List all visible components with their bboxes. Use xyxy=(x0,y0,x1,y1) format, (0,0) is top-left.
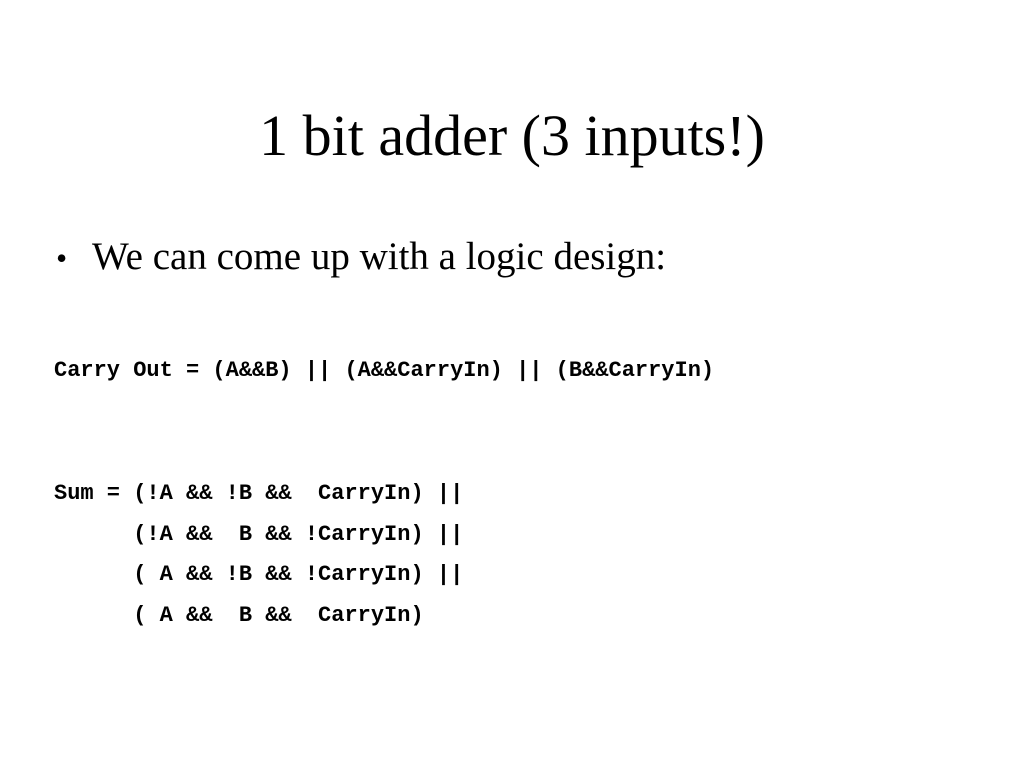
sum-equation-line: ( A && !B && !CarryIn) || xyxy=(54,562,464,587)
sum-equation-line: Sum = (!A && !B && CarryIn) || xyxy=(54,481,464,506)
sum-equation-line: (!A && B && !CarryIn) || xyxy=(54,521,464,547)
sum-equation-line: ( A && B && CarryIn) xyxy=(54,602,424,628)
bullet-item: • We can come up with a logic design: xyxy=(56,228,666,287)
slide-title: 1 bit adder (3 inputs!) xyxy=(259,103,765,168)
bullet-list: • We can come up with a logic design: xyxy=(56,228,666,287)
carry-out-equation: Carry Out = (A&&B) || (A&&CarryIn) || (B… xyxy=(54,358,715,383)
bullet-marker: • xyxy=(56,240,68,276)
sum-equation: Sum = (!A && !B && CarryIn) || (!A && B … xyxy=(54,474,463,636)
bullet-text: We can come up with a logic design: xyxy=(92,235,667,278)
